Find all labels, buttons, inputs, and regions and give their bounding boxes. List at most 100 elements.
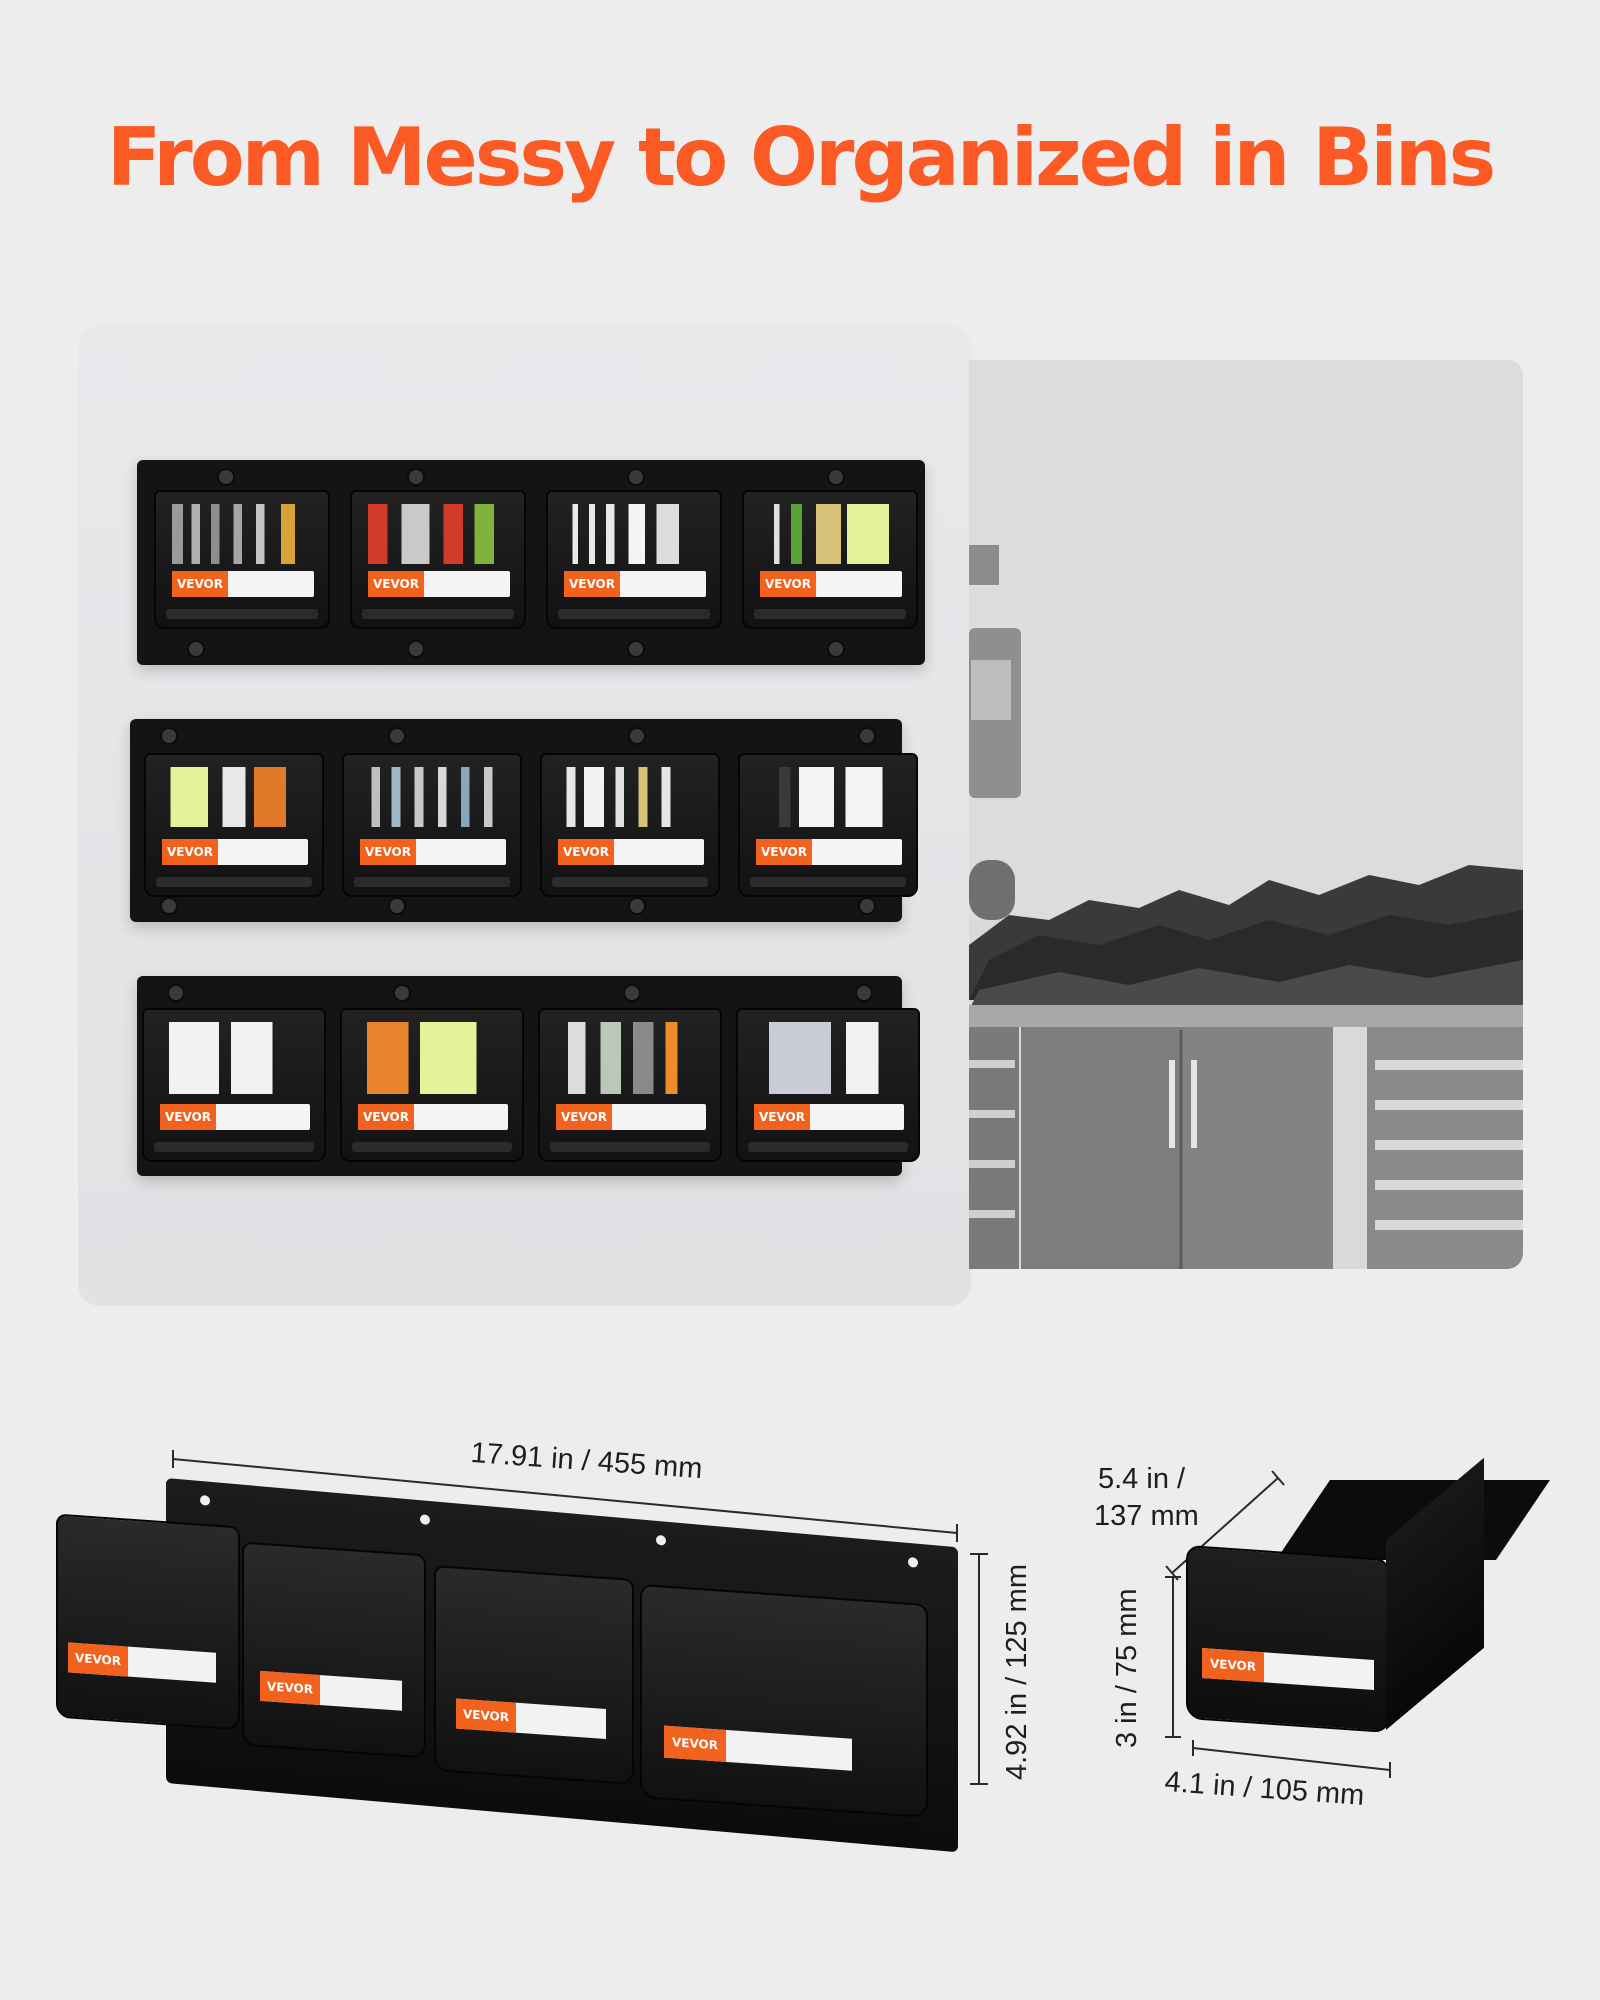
bin-label: VEVOR (754, 1104, 904, 1130)
vevor-logo: VEVOR (558, 839, 614, 865)
screw-icon (407, 640, 425, 658)
bin: VEVOR (242, 1541, 426, 1759)
bin-lip (362, 609, 514, 619)
bin-contents (756, 767, 900, 827)
bin-lip (166, 609, 318, 619)
screw-icon (827, 640, 845, 658)
bin-lip (748, 1142, 908, 1152)
bin-contents (358, 1022, 506, 1094)
screw-icon (623, 984, 641, 1002)
screw-icon (187, 640, 205, 658)
vevor-logo: VEVOR (360, 839, 416, 865)
vevor-logo: VEVOR (556, 1104, 612, 1130)
bin-label: VEVOR (760, 571, 902, 597)
bin-lip (354, 877, 510, 887)
vevor-logo: VEVOR (68, 1642, 128, 1677)
bin: VEVOR (144, 753, 324, 897)
vevor-logo: VEVOR (172, 571, 228, 597)
screw-icon (627, 640, 645, 658)
vevor-logo: VEVOR (664, 1725, 726, 1762)
screw-icon (858, 727, 876, 745)
bin-label: VEVOR (260, 1670, 402, 1711)
bin-lip (552, 877, 708, 887)
rack-height-label: 4.92 in / 125 mm (1001, 1564, 1033, 1780)
vevor-logo: VEVOR (564, 571, 620, 597)
bin-contents (172, 504, 312, 564)
screw-icon (628, 897, 646, 915)
headline: From Messy to Organized in Bins (106, 111, 1497, 204)
bin-contents (160, 1022, 308, 1094)
vevor-logo: VEVOR (160, 1104, 216, 1130)
bin-label: VEVOR (160, 1104, 310, 1130)
bin-label: VEVOR (68, 1642, 216, 1683)
bin-height-label: 3 in / 75 mm (1111, 1588, 1143, 1748)
bin: VEVOR (640, 1583, 928, 1819)
screw-icon (407, 468, 425, 486)
mount-hole-icon (420, 1514, 430, 1526)
bin-contents (754, 1022, 902, 1094)
bin: VEVOR (142, 1008, 326, 1162)
messy-workshop-photo (969, 360, 1523, 1269)
bin-label: VEVOR (756, 839, 902, 865)
bin: VEVOR (742, 490, 918, 629)
vevor-logo: VEVOR (1202, 1647, 1264, 1683)
screw-icon (388, 897, 406, 915)
bin-lip (754, 609, 906, 619)
vevor-logo: VEVOR (368, 571, 424, 597)
bin-contents (360, 767, 504, 827)
bin-label: VEVOR (564, 571, 706, 597)
vevor-logo: VEVOR (760, 571, 816, 597)
bin-label: VEVOR (664, 1725, 852, 1771)
messy-workshop-illustration (969, 360, 1523, 1269)
mount-hole-icon (908, 1556, 918, 1568)
screw-icon (160, 897, 178, 915)
bin-contents (760, 504, 900, 564)
screw-icon (827, 468, 845, 486)
screw-icon (160, 727, 178, 745)
screw-icon (388, 727, 406, 745)
bin: VEVOR (340, 1008, 524, 1162)
organized-wall-photo: VEVOR VEVOR VEVOR VEVOR (78, 325, 971, 1306)
bin-contents (368, 504, 508, 564)
mount-hole-icon (656, 1534, 666, 1546)
screw-icon (858, 897, 876, 915)
bin-label: VEVOR (358, 1104, 508, 1130)
mount-hole-icon (200, 1494, 210, 1506)
vevor-logo: VEVOR (756, 839, 812, 865)
bin: VEVOR (434, 1565, 634, 1785)
bin-contents (162, 767, 306, 827)
bin-front: VEVOR (1186, 1544, 1390, 1734)
screw-icon (167, 984, 185, 1002)
bin-depth-label-line2: 137 mm (1094, 1500, 1199, 1532)
bin-lip (156, 877, 312, 887)
bin: VEVOR (342, 753, 522, 897)
bin-lip (154, 1142, 314, 1152)
single-bin: VEVOR (1186, 1457, 1550, 1736)
bin-label: VEVOR (556, 1104, 706, 1130)
bin-lip (750, 877, 906, 887)
bin-label: VEVOR (162, 839, 308, 865)
bin-contents (564, 504, 704, 564)
bin: VEVOR (738, 753, 918, 897)
vevor-logo: VEVOR (754, 1104, 810, 1130)
bin: VEVOR (154, 490, 330, 629)
bin-lip (352, 1142, 512, 1152)
bin-contents (558, 767, 702, 827)
bin-label: VEVOR (1202, 1647, 1374, 1691)
screw-icon (393, 984, 411, 1002)
bin-label: VEVOR (360, 839, 506, 865)
bin-contents (556, 1022, 704, 1094)
bin: VEVOR (736, 1008, 920, 1162)
bin: VEVOR (540, 753, 720, 897)
bin-label: VEVOR (456, 1698, 606, 1740)
screw-icon (627, 468, 645, 486)
bin-label: VEVOR (368, 571, 510, 597)
bin-lip (550, 1142, 710, 1152)
bin: VEVOR (546, 490, 722, 629)
vevor-logo: VEVOR (358, 1104, 414, 1130)
bin: VEVOR (350, 490, 526, 629)
bin-label: VEVOR (172, 571, 314, 597)
vevor-logo: VEVOR (260, 1670, 320, 1706)
